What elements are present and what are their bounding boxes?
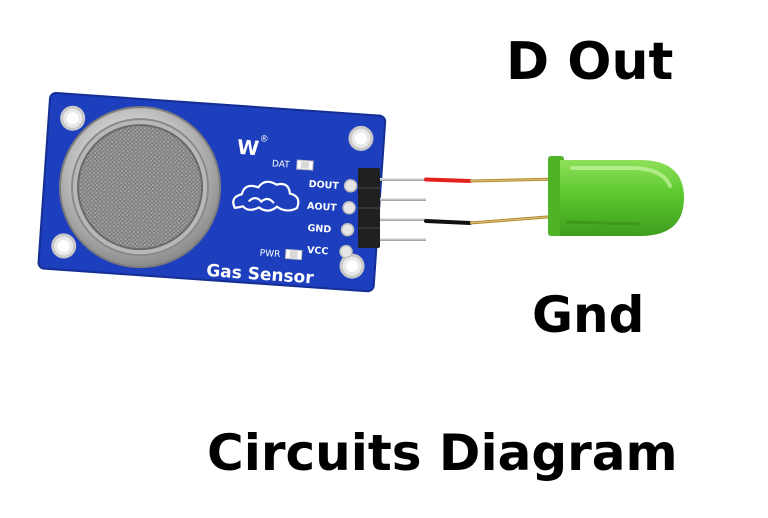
wire-gnd bbox=[424, 219, 472, 225]
sensor-mesh bbox=[78, 125, 203, 250]
led-highlight bbox=[570, 166, 672, 188]
sensor-mesh-edge bbox=[77, 124, 204, 251]
registered-mark: ® bbox=[259, 134, 269, 145]
pin-label-aout: AOUT bbox=[307, 201, 338, 214]
dout-label: D Out bbox=[506, 32, 674, 92]
pin-pad bbox=[342, 200, 356, 215]
pin-label-gnd: GND bbox=[307, 223, 331, 236]
pin-label-vcc: VCC bbox=[307, 245, 329, 257]
led-cathode-leg-highlight bbox=[469, 215, 561, 224]
wire-dout bbox=[424, 177, 472, 183]
pin-label-dout: DOUT bbox=[308, 179, 339, 192]
header-pin-dout bbox=[380, 178, 426, 181]
led-shadow bbox=[565, 220, 641, 226]
mounting-hole-center bbox=[57, 239, 70, 252]
wiring bbox=[424, 177, 472, 225]
gas-sensor-board: W ® DAT PWR DOUT AOUT GND VCC bbox=[37, 92, 387, 293]
cloud-logo-icon bbox=[232, 180, 300, 212]
pwr-label: PWR bbox=[259, 249, 280, 260]
mounting-hole-center bbox=[354, 132, 367, 145]
pin-pad bbox=[343, 179, 358, 193]
mounting-hole-center bbox=[66, 112, 79, 125]
led-anode-leg-highlight bbox=[469, 178, 561, 182]
gnd-label: Gnd bbox=[532, 286, 645, 344]
led-body bbox=[560, 160, 684, 236]
pin-pads bbox=[339, 179, 358, 259]
mounting-hole-center bbox=[346, 260, 359, 273]
mounting-holes bbox=[51, 105, 374, 279]
header-pin-gnd bbox=[380, 218, 426, 221]
pwr-led-smd-center bbox=[289, 250, 298, 259]
dat-label: DAT bbox=[272, 159, 291, 170]
pin-pad bbox=[339, 244, 353, 259]
green-led bbox=[548, 156, 684, 236]
header-pin-aout bbox=[380, 198, 426, 201]
pin-header bbox=[358, 168, 426, 248]
brand-logo: W bbox=[236, 135, 260, 160]
header-pin-vcc bbox=[380, 238, 426, 241]
dat-led-smd-center bbox=[300, 161, 310, 169]
diagram-caption: Circuits Diagram bbox=[207, 424, 678, 482]
led-legs bbox=[469, 177, 561, 225]
sensor-can bbox=[59, 106, 222, 269]
pin-pad bbox=[340, 222, 355, 237]
